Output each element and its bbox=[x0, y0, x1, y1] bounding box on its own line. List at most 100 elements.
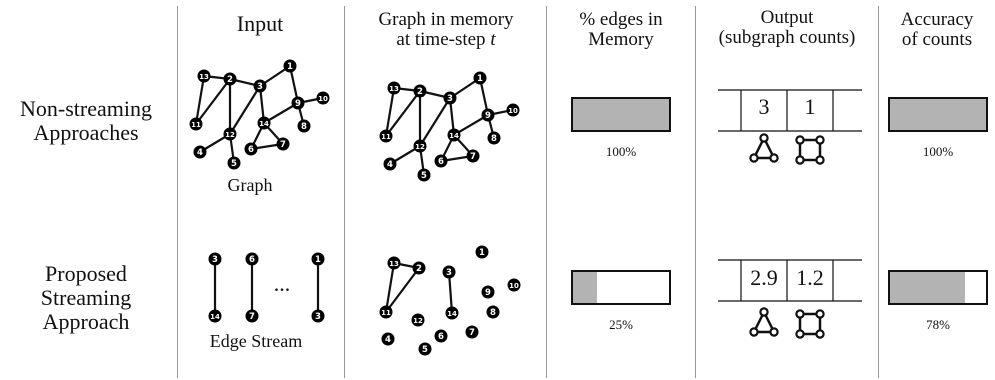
graph-edge bbox=[453, 114, 489, 136]
graph-edge bbox=[385, 267, 420, 313]
header-memory: Graph in memory at time-step t bbox=[378, 9, 514, 50]
graph-node bbox=[193, 145, 207, 159]
subgraph-motifs bbox=[749, 133, 825, 339]
graph-node-label: 14 bbox=[210, 313, 220, 321]
graph-node-label: 4 bbox=[197, 148, 203, 158]
graph-node-label: 1 bbox=[287, 62, 293, 72]
graph-node bbox=[473, 71, 487, 85]
column-divider bbox=[344, 6, 345, 378]
accuracy-bar-streaming bbox=[888, 270, 988, 305]
motif-node bbox=[769, 153, 779, 163]
accuracy-bar-non-streaming bbox=[888, 97, 988, 132]
accuracy-pct-streaming: 78% bbox=[926, 317, 950, 332]
graph-edge bbox=[447, 271, 454, 314]
graph-node-label: 8 bbox=[491, 134, 497, 144]
graph-node-label: 8 bbox=[490, 308, 496, 318]
motif-node bbox=[815, 155, 825, 165]
graph-node bbox=[244, 142, 258, 156]
column-divider bbox=[546, 6, 547, 378]
graph-node bbox=[383, 157, 397, 171]
graph-node bbox=[465, 325, 479, 339]
graph-node-label: 5 bbox=[231, 159, 237, 169]
graph-node-label: 2 bbox=[416, 264, 422, 274]
count-triangle-streaming: 2.9 bbox=[750, 265, 778, 290]
graph-node bbox=[223, 127, 237, 141]
graph-node bbox=[381, 332, 395, 346]
graph-node-label: 7 bbox=[280, 140, 286, 150]
graph-node-label: 14 bbox=[447, 310, 457, 318]
graph-node bbox=[434, 154, 448, 168]
graph-node bbox=[283, 59, 297, 73]
graph-node-label: 4 bbox=[387, 160, 393, 170]
graph-node-label: 3 bbox=[446, 268, 452, 278]
graph-node bbox=[276, 137, 290, 151]
motif-node bbox=[815, 329, 825, 339]
graph-node bbox=[475, 245, 489, 259]
graph-node-label: 7 bbox=[249, 312, 255, 322]
graph-node-label: 2 bbox=[417, 87, 423, 97]
memory-bar-non-streaming bbox=[571, 97, 671, 132]
row-label-streaming: Proposed Streaming Approach bbox=[40, 261, 132, 334]
memory-pct-non-streaming: 100% bbox=[605, 144, 637, 159]
graph-node-label: 7 bbox=[470, 152, 476, 162]
header-input: Input bbox=[236, 11, 284, 36]
graph-node-label: 4 bbox=[385, 335, 391, 345]
graph-node bbox=[443, 91, 457, 105]
triangle-motif-icon bbox=[751, 135, 777, 160]
memory-pct-streaming: 25% bbox=[609, 317, 633, 332]
graph-node-label: 13 bbox=[389, 85, 399, 93]
row-label-non-streaming: Non-streaming Approaches bbox=[20, 96, 152, 145]
motif-node bbox=[795, 155, 805, 165]
graph-edge bbox=[195, 78, 231, 125]
graph-node bbox=[506, 103, 520, 117]
graph-node bbox=[447, 128, 461, 142]
graph-edge bbox=[384, 87, 396, 137]
count-tables bbox=[718, 89, 862, 302]
accuracy-bar-fill bbox=[890, 272, 965, 303]
graph-node-label: 3 bbox=[447, 94, 453, 104]
graph-node bbox=[311, 309, 325, 323]
graph-node bbox=[442, 265, 456, 279]
motif-node bbox=[749, 153, 759, 163]
graph-node bbox=[379, 305, 393, 319]
column-divider bbox=[695, 6, 696, 378]
graph-node-label: 11 bbox=[191, 121, 201, 129]
graph-node bbox=[412, 261, 426, 275]
motif-node bbox=[795, 135, 805, 145]
motif-node bbox=[815, 135, 825, 145]
motif-node bbox=[749, 327, 759, 337]
square-motif-icon bbox=[798, 312, 822, 336]
caption-edge-stream: Edge Stream bbox=[209, 331, 303, 351]
graph-edge bbox=[229, 85, 261, 135]
graph-node bbox=[418, 342, 432, 356]
memory-bar-streaming bbox=[571, 270, 671, 305]
graph-node bbox=[379, 129, 393, 143]
motif-node bbox=[769, 327, 779, 337]
graph-node-label: 3 bbox=[257, 82, 263, 92]
header-accuracy: Accuracy of counts bbox=[900, 9, 974, 50]
graph-edge bbox=[263, 102, 299, 124]
graph-node-label: 10 bbox=[509, 282, 519, 290]
graph-node-label: 13 bbox=[389, 260, 399, 268]
graph-node-label: 6 bbox=[438, 157, 444, 167]
graph-edge bbox=[385, 90, 421, 137]
count-square-non-streaming: 1 bbox=[804, 94, 816, 119]
graph-node-label: 10 bbox=[508, 107, 518, 115]
memory-bar-fill bbox=[573, 272, 597, 303]
header-pct-edges: % edges in Memory bbox=[579, 9, 663, 50]
graph-node bbox=[487, 131, 501, 145]
caption-graph: Graph bbox=[227, 175, 273, 195]
motif-node bbox=[795, 329, 805, 339]
graph-node bbox=[486, 305, 500, 319]
graph-node-label: 3 bbox=[315, 312, 321, 322]
graph-node bbox=[257, 116, 271, 130]
motif-node bbox=[759, 307, 769, 317]
graph-node bbox=[227, 156, 241, 170]
graph-node-label: 1 bbox=[315, 255, 321, 265]
graph-node-label: 1 bbox=[477, 74, 483, 84]
motif-node bbox=[795, 309, 805, 319]
graph-node bbox=[507, 278, 521, 292]
graph-node bbox=[413, 84, 427, 98]
